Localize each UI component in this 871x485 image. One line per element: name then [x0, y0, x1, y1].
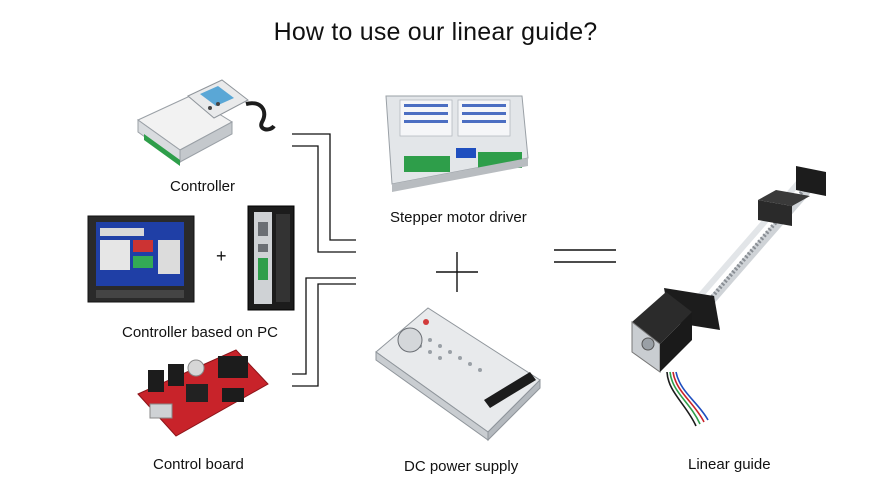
control-board-image: [137, 349, 269, 437]
controller-label: Controller: [170, 178, 235, 195]
controller-image: [137, 79, 276, 166]
pc-controller-label: Controller based on PC: [122, 324, 278, 341]
linear-guide-image: [631, 166, 826, 427]
pc-controller-image: [87, 205, 295, 311]
power-supply-label: DC power supply: [404, 458, 519, 475]
page-title: How to use our linear guide?: [273, 18, 598, 46]
connector-lines: [292, 133, 356, 387]
power-supply-image: [375, 307, 541, 442]
stepper-driver-image: [385, 95, 529, 192]
equals-symbol: [554, 249, 616, 263]
small-plus-symbol: +: [216, 246, 227, 266]
control-board-label: Control board: [153, 456, 244, 473]
stepper-driver-label: Stepper motor driver: [390, 209, 527, 226]
big-plus-symbol: [436, 252, 478, 292]
linear-guide-label: Linear guide: [688, 456, 771, 473]
